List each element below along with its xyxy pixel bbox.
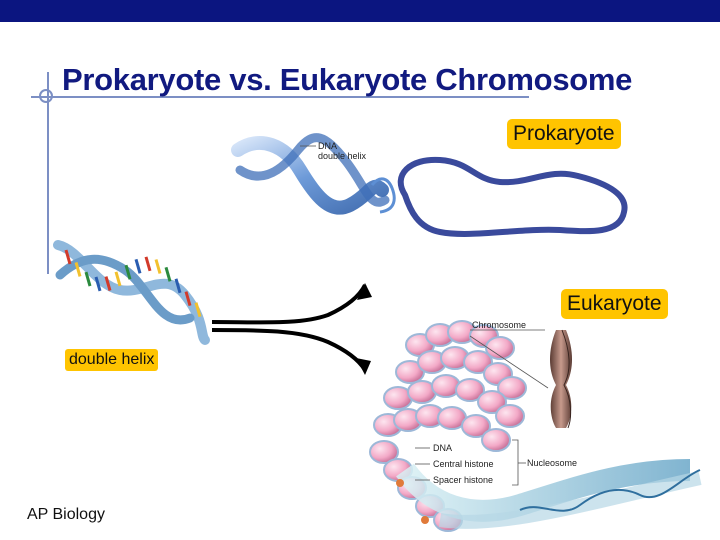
nucleosome-bead (463, 350, 493, 374)
helix-base-pair (114, 271, 122, 287)
prokaryote-label: Prokaryote (507, 119, 621, 149)
slide-title: Prokaryote vs. Eukaryote Chromosome (62, 62, 633, 97)
helix-base-pair (184, 291, 192, 307)
helix-base-pair (134, 258, 142, 274)
top-bar (0, 0, 720, 22)
nucleosome-bead (485, 336, 515, 360)
helix-base-pair (124, 264, 132, 280)
helix-base-pair (154, 259, 162, 274)
prok-dna-label-line1: DNA (318, 141, 337, 151)
nucleosome-bead (477, 390, 507, 414)
chromosome-label: Chromosome (472, 320, 526, 330)
title-rule-vertical (47, 72, 49, 274)
nucleosome-bead (369, 440, 399, 464)
branch-arrows (211, 283, 372, 375)
title-rule-circle (39, 89, 53, 103)
central-histone-label: Central histone (433, 459, 494, 469)
helix-base-pair (164, 266, 172, 282)
helix-base-pair (94, 276, 102, 292)
helix-base-pair (144, 256, 152, 272)
prok-dna-label-line2: double helix (318, 151, 367, 161)
helix-base-pair (84, 271, 92, 287)
eukaryote-dna-helix-image (53, 238, 210, 345)
nucleosome-bead (455, 378, 485, 402)
chromosome-icon (550, 330, 572, 428)
nucleosome-bead (461, 414, 491, 438)
nucleosome-label: Nucleosome (527, 458, 577, 468)
helix-base-pair (194, 302, 202, 318)
nucleosome-bead (495, 404, 525, 428)
prokaryote-dna-helix-image: DNA double helix (231, 133, 396, 215)
prokaryote-circular-chromosome (397, 156, 628, 237)
double-helix-label: double helix (65, 349, 159, 371)
eukaryote-label: Eukaryote (561, 289, 668, 319)
arrow-head-up (357, 283, 372, 300)
footer-course-label: AP Biology (27, 506, 105, 523)
helix-base-pair (104, 276, 112, 291)
nucleosome-bead (497, 376, 527, 400)
title-rule-horizontal (31, 96, 529, 98)
eukaryote-chromatin-image: Chromosome DNA Central histone Spacer hi… (369, 320, 702, 532)
arrow-head-down (356, 358, 371, 375)
helix-base-pair (74, 261, 82, 277)
dna-label: DNA (433, 443, 452, 453)
spacer-histone-label: Spacer histone (433, 475, 493, 485)
helix-base-pair (64, 249, 72, 265)
nucleosome-bead (481, 428, 511, 452)
helix-base-pair (174, 278, 182, 294)
